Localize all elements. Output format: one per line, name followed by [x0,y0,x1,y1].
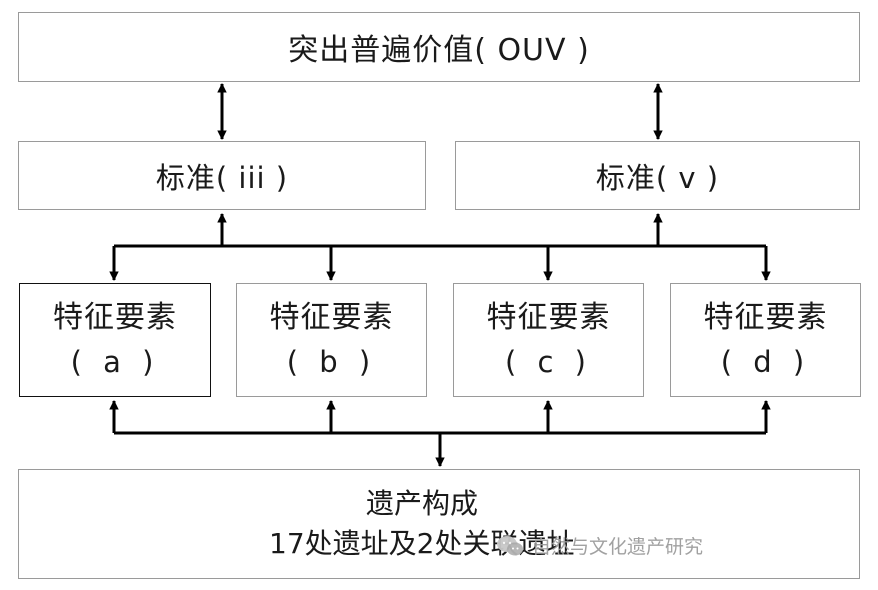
feature-a-box: 特征要素 ( a ) [19,283,211,397]
ouv-label: 突出普遍价值( OUV ) [288,33,590,68]
feature-b-title: 特征要素 [269,300,394,335]
feature-d-title: 特征要素 [703,300,828,335]
wechat-icon [497,535,523,555]
criterion-iii-box: 标准( iii ) [18,141,426,210]
feature-a-title: 特征要素 [53,300,177,335]
watermark-text: 自然与文化遗产研究 [532,536,704,558]
feature-a-code: ( a ) [70,345,160,379]
heritage-title: 遗产构成 [366,487,479,520]
criterion-v-box: 标准( v ) [455,141,860,210]
criterion-v-label: 标准( v ) [595,160,720,195]
heritage-components-box: 遗产构成 17处遗址及2处关联遗址 [18,469,860,579]
feature-c-title: 特征要素 [486,300,611,335]
ouv-box: 突出普遍价值( OUV ) [18,12,860,82]
criterion-iii-label: 标准( iii ) [155,160,289,195]
heritage-detail: 17处遗址及2处关联遗址 [269,527,575,560]
feature-c-code: ( c ) [504,345,592,379]
feature-c-box: 特征要素 ( c ) [453,283,644,397]
feature-b-box: 特征要素 ( b ) [236,283,427,397]
watermark: 自然与文化遗产研究 [496,532,703,559]
feature-d-box: 特征要素 ( d ) [670,283,861,397]
feature-b-code: ( b ) [286,345,377,379]
feature-d-code: ( d ) [720,345,811,379]
